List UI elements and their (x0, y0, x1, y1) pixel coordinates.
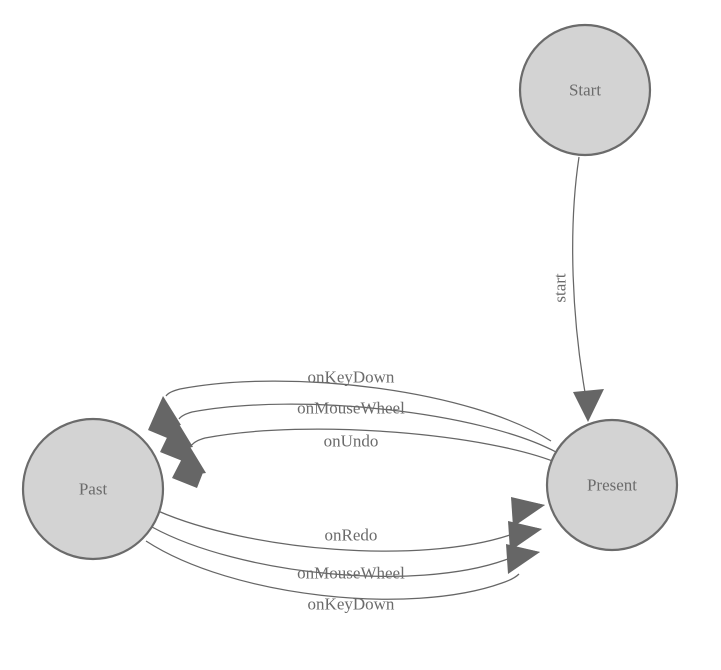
node-past-circle (21, 417, 165, 561)
edge-label-past-present-onmousewheel: onMouseWheel (297, 564, 405, 583)
edge-present-to-past-onundo-path (191, 428, 561, 465)
edge-present-to-past-onkeydown-path (165, 380, 552, 442)
edge-present-to-past-onundo-arrowhead-tip (172, 445, 206, 478)
edge-present-to-past-onundo[interactable]: onUndo (172, 428, 561, 488)
edge-present-to-past-onundo-arrowhead (172, 470, 204, 488)
edge-label-present-past-onkeydown: onKeyDown (308, 368, 395, 387)
edge-start-to-present[interactable]: start (551, 156, 605, 422)
edge-present-to-past-onmousewheel-arrowhead-tip (160, 419, 193, 452)
node-start[interactable]: Start (518, 23, 652, 157)
node-start-circle (518, 23, 652, 157)
edge-past-to-present-onkeydown-path (145, 540, 520, 600)
node-present[interactable]: Present (545, 418, 679, 552)
edge-past-to-present-onmousewheel-arrowhead-tip (508, 521, 542, 551)
node-past[interactable]: Past (21, 417, 165, 561)
node-past-label: Past (79, 480, 108, 499)
edge-label-present-past-onmousewheel: onMouseWheel (297, 399, 405, 418)
edge-past-to-present-onkeydown[interactable]: onKeyDown (145, 540, 540, 614)
edge-label-past-present-onredo: onRedo (325, 526, 378, 545)
edge-start-to-present-arrowhead (573, 389, 604, 422)
edge-past-to-present-onredo-arrowhead-tip (511, 497, 545, 527)
node-present-label: Present (587, 476, 637, 495)
edge-start-to-present-path (572, 156, 587, 399)
edge-present-to-past-onkeydown[interactable]: onKeyDown (148, 368, 552, 442)
edge-present-to-past-onkeydown-arrowhead-tip (148, 396, 181, 430)
edge-past-to-present-onredo[interactable]: onRedo (157, 497, 545, 552)
edge-past-to-present-onkeydown-arrowhead-tip (506, 544, 540, 574)
edge-label-past-present-onkeydown: onKeyDown (308, 595, 395, 614)
edge-label-start: start (551, 273, 570, 303)
node-present-circle (545, 418, 679, 552)
edge-present-to-past-onmousewheel-path (178, 403, 557, 453)
edge-label-present-past-onundo: onUndo (324, 432, 379, 451)
node-start-label: Start (569, 81, 601, 100)
